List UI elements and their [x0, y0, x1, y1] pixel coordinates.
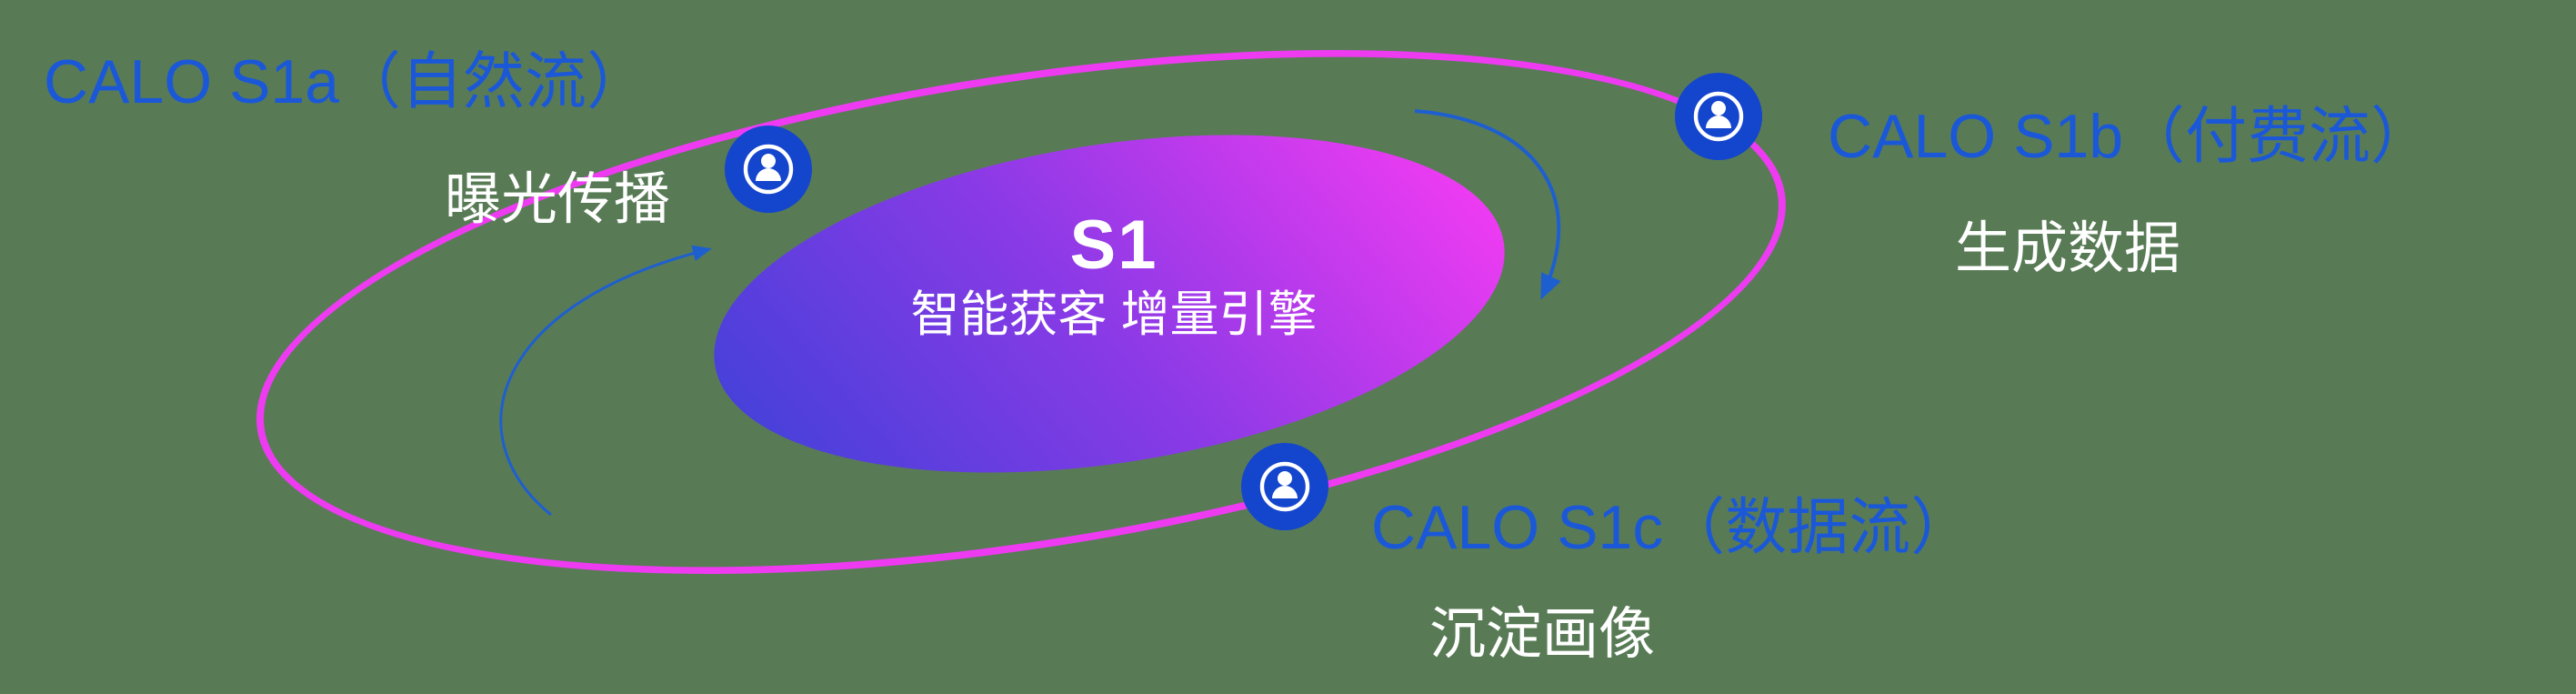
label-s1b-title: CALO S1b（付费流） — [1828, 102, 2433, 171]
label-s1a-title: CALO S1a（自然流） — [44, 47, 649, 116]
person-icon — [725, 126, 812, 213]
label-s1b-subtitle: 生成数据 — [1955, 217, 2181, 280]
person-icon — [1241, 443, 1328, 530]
label-s1a-subtitle: 曝光传播 — [445, 168, 671, 231]
node-s1b — [1675, 73, 1762, 160]
label-s1c-subtitle: 沉淀画像 — [1429, 603, 1656, 666]
person-icon — [1675, 73, 1762, 160]
core-title: S1 — [1069, 206, 1158, 284]
node-s1c — [1241, 443, 1328, 530]
core-subtitle: 智能获客 增量引擎 — [910, 287, 1318, 343]
node-s1a — [725, 126, 812, 213]
label-s1c-title: CALO S1c（数据流） — [1371, 493, 1973, 562]
core-label-group: S1 智能获客 增量引擎 — [837, 206, 1391, 347]
